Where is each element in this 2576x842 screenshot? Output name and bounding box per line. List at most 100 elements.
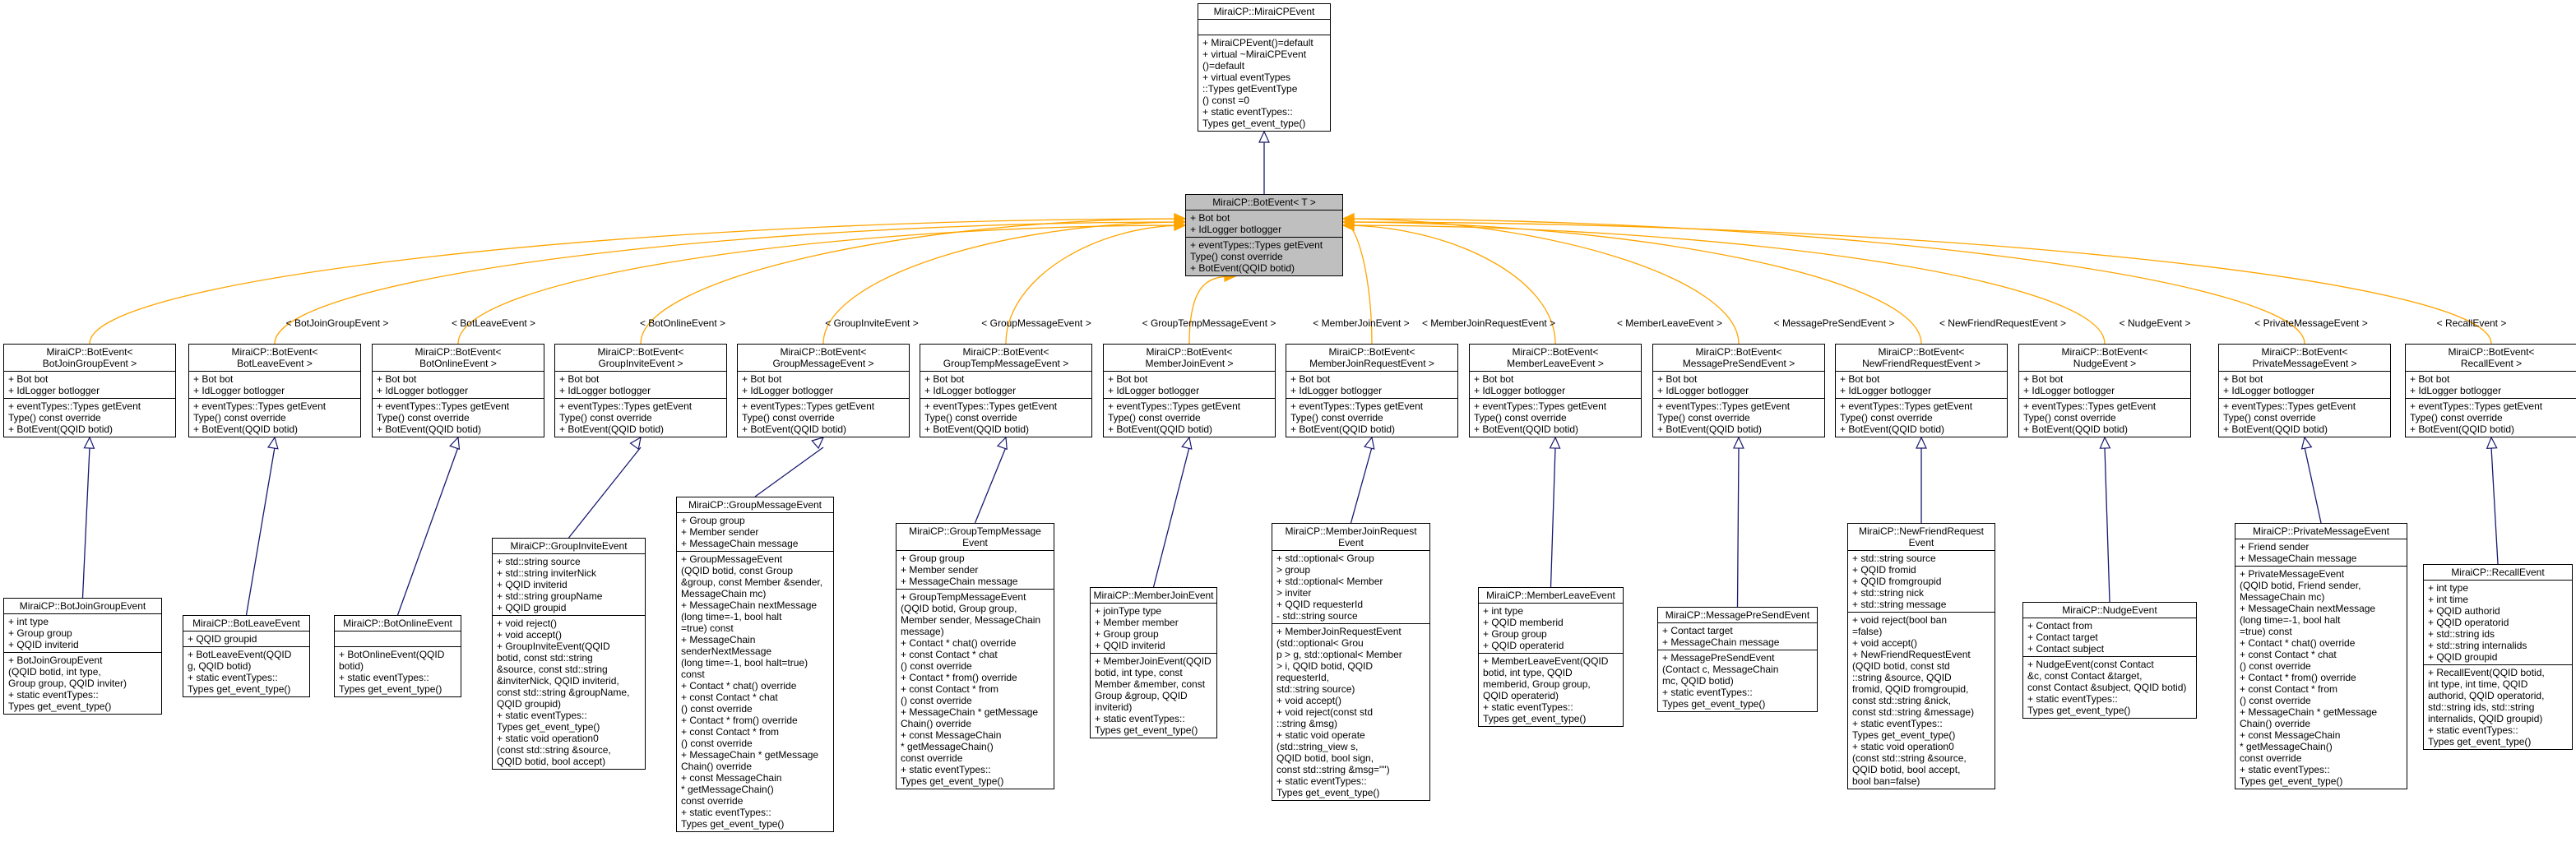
class-title: MiraiCP::BotEvent< NewFriendRequestEvent…: [1836, 345, 2007, 372]
edge-label: < GroupInviteEvent >: [825, 317, 919, 329]
class-attributes: + Contact from + Contact target + Contac…: [2023, 618, 2196, 657]
class-miraicpevent: MiraiCP::MiraiCPEvent + MiraiCPEvent()=d…: [1198, 3, 1331, 132]
class-attributes: + Bot bot + IdLogger botlogger: [555, 372, 726, 399]
class-attributes: + Bot bot + IdLogger botlogger: [2219, 372, 2390, 399]
class-attributes: + std::string source + std::string invit…: [493, 554, 645, 616]
arrowhead: [629, 436, 642, 451]
class-operations: + eventTypes::Types getEvent Type() cons…: [1190, 239, 1323, 274]
class-title: MiraiCP::MemberLeaveEvent: [1479, 588, 1623, 604]
edge-label: < BotOnlineEvent >: [639, 317, 726, 329]
class-attributes: + std::optional< Group > group + std::op…: [1272, 551, 1429, 624]
edge-line: [1736, 446, 1740, 608]
edge-line: [1188, 275, 1236, 345]
class-title: MiraiCP::BotJoinGroupEvent: [4, 599, 161, 614]
edge-line: [89, 218, 1186, 345]
class-operations: + MemberJoinRequestEvent (std::optional<…: [1276, 626, 1402, 798]
class-attributes: + Bot bot + IdLogger botlogger: [4, 372, 175, 399]
class-botevent-instance: MiraiCP::BotEvent< BotOnlineEvent >+ Bot…: [372, 344, 544, 437]
edge-label: < BotJoinGroupEvent >: [285, 317, 389, 329]
class-attributes: + int type + int time + QQID authorid + …: [2424, 581, 2572, 665]
edge-line: [1350, 446, 1373, 524]
class-botevent-instance: MiraiCP::BotEvent< BotLeaveEvent >+ Bot …: [188, 344, 361, 437]
edge-line: [1342, 221, 2492, 345]
class-operations: + MiraiCPEvent()=default + virtual ~Mira…: [1202, 37, 1313, 129]
edge-line: [822, 221, 1186, 345]
class-event: MiraiCP::NudgeEvent+ Contact from + Cont…: [2022, 602, 2197, 719]
class-botevent-instance: MiraiCP::BotEvent< NewFriendRequestEvent…: [1835, 344, 2008, 437]
class-attributes: + Bot bot + IdLogger botlogger: [2406, 372, 2576, 399]
edge-label: < PrivateMessageEvent >: [2254, 317, 2368, 329]
class-botevent-instance: MiraiCP::BotEvent< MemberJoinEvent >+ Bo…: [1103, 344, 1276, 437]
arrowhead: [83, 436, 95, 449]
edge-line: [2304, 446, 2322, 524]
class-attributes: + Bot bot + IdLogger botlogger: [1104, 372, 1275, 399]
edge-label: < MemberJoinRequestEvent >: [1421, 317, 1556, 329]
class-event: MiraiCP::GroupInviteEvent+ std::string s…: [492, 538, 646, 770]
class-operations: + PrivateMessageEvent (QQID botid, Frien…: [2240, 568, 2378, 787]
class-title: MiraiCP::MemberJoinRequest Event: [1272, 524, 1429, 551]
class-title: MiraiCP::MemberJoinEvent: [1091, 588, 1216, 604]
class-event: MiraiCP::GroupTempMessage Event+ Group g…: [896, 523, 1054, 789]
class-operations: + eventTypes::Types getEvent Type() cons…: [924, 400, 1058, 435]
arrowhead: [449, 436, 461, 451]
class-event: MiraiCP::NewFriendRequest Event+ std::st…: [1847, 523, 1995, 789]
class-operations: + eventTypes::Types getEvent Type() cons…: [1290, 400, 1424, 435]
class-event: MiraiCP::BotLeaveEvent+ QQID groupid+ Bo…: [183, 615, 310, 697]
class-title: MiraiCP::BotEvent< RecallEvent >: [2406, 345, 2576, 372]
class-operations: + BotJoinGroupEvent (QQID botid, int typ…: [8, 655, 127, 712]
edge-line: [1005, 224, 1186, 345]
class-attributes: + Bot bot + IdLogger botlogger: [920, 372, 1091, 399]
class-event: MiraiCP::BotOnlineEvent+ BotOnlineEvent(…: [334, 615, 461, 697]
class-operations: + BotLeaveEvent(QQID g, QQID botid) + st…: [188, 649, 292, 695]
class-title: MiraiCP::NewFriendRequest Event: [1848, 524, 1995, 551]
edge-line: [640, 218, 1186, 345]
class-botevent-instance: MiraiCP::BotEvent< NudgeEvent >+ Bot bot…: [2018, 344, 2191, 437]
class-attributes: + joinType type + Member member + Group …: [1091, 604, 1216, 654]
edge-label: < NudgeEvent >: [2119, 317, 2191, 329]
class-attributes: + Bot bot + IdLogger botlogger: [2019, 372, 2190, 399]
class-attributes: [1198, 20, 1330, 35]
class-attributes: + QQID groupid: [183, 632, 309, 647]
class-attributes: + Bot bot + IdLogger botlogger: [1836, 372, 2007, 399]
class-title: MiraiCP::MiraiCPEvent: [1198, 4, 1330, 20]
edge-line: [754, 446, 824, 497]
arrowhead: [2486, 436, 2498, 449]
edge-line: [2490, 446, 2499, 565]
class-title: MiraiCP::BotEvent< GroupTempMessageEvent…: [920, 345, 1091, 372]
arrowhead: [2099, 436, 2111, 449]
class-title: MiraiCP::GroupTempMessage Event: [897, 524, 1054, 551]
class-attributes: + Bot bot + IdLogger botlogger: [1286, 372, 1457, 399]
class-botevent-instance: MiraiCP::BotEvent< PrivateMessageEvent >…: [2218, 344, 2391, 437]
class-title: MiraiCP::GroupInviteEvent: [493, 539, 645, 554]
arrowhead: [1258, 130, 1270, 143]
arrowhead: [1916, 436, 1927, 449]
arrowhead: [1181, 436, 1193, 450]
class-operations: + eventTypes::Types getEvent Type() cons…: [2023, 400, 2157, 435]
class-botevent-template: MiraiCP::BotEvent< T > + Bot bot + IdLog…: [1185, 194, 1343, 276]
class-title: MiraiCP::BotEvent< T >: [1186, 195, 1342, 210]
edge-label: < BotLeaveEvent >: [451, 317, 536, 329]
class-operations: + NudgeEvent(const Contact &c, const Con…: [2027, 659, 2187, 716]
class-operations: + MemberLeaveEvent(QQID botid, int type,…: [1483, 655, 1609, 724]
class-title: MiraiCP::BotOnlineEvent: [335, 616, 461, 632]
edge-line: [1342, 218, 2305, 345]
class-title: MiraiCP::MessagePreSendEvent: [1658, 608, 1817, 623]
class-attributes: + int type + QQID memberid + Group group…: [1479, 604, 1623, 654]
edge-line: [457, 224, 1186, 345]
class-event: MiraiCP::MemberJoinRequest Event+ std::o…: [1272, 523, 1430, 801]
class-title: MiraiCP::BotEvent< BotLeaveEvent >: [189, 345, 360, 372]
class-title: MiraiCP::BotEvent< PrivateMessageEvent >: [2219, 345, 2390, 372]
arrowhead: [267, 436, 279, 450]
edge-line: [1550, 446, 1556, 588]
arrowhead: [1341, 216, 1355, 228]
class-event: MiraiCP::MessagePreSendEvent+ Contact ta…: [1657, 607, 1818, 712]
class-attributes: + Bot bot + IdLogger botlogger: [189, 372, 360, 399]
class-event: MiraiCP::RecallEvent+ int type + int tim…: [2423, 564, 2573, 750]
class-operations: + void reject() + void accept() + GroupI…: [497, 618, 630, 767]
class-botevent-instance: MiraiCP::BotEvent< MessagePreSendEvent >…: [1652, 344, 1825, 437]
class-operations: + MemberJoinEvent(QQID botid, int type, …: [1095, 655, 1212, 736]
class-attributes: + Bot bot + IdLogger botlogger: [1470, 372, 1641, 399]
class-operations: + BotOnlineEvent(QQID botid) + static ev…: [339, 649, 445, 695]
class-title: MiraiCP::PrivateMessageEvent: [2235, 524, 2407, 539]
class-event: MiraiCP::MemberJoinEvent+ joinType type …: [1090, 587, 1217, 738]
